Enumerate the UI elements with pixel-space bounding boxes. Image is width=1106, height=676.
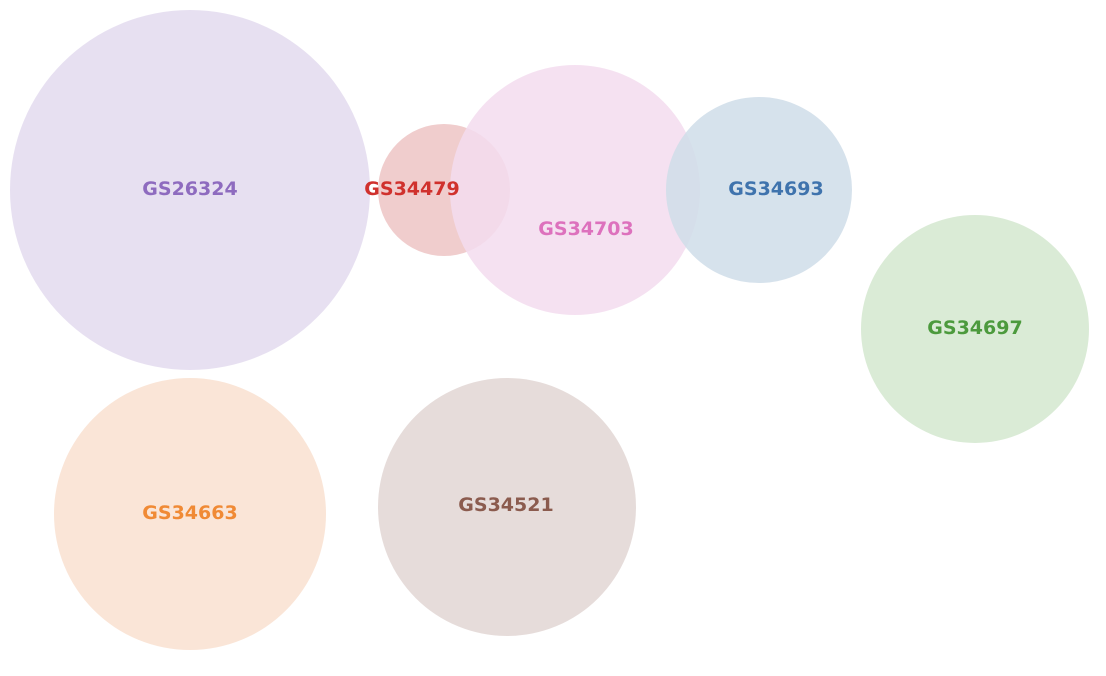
- bubble-gs34697[interactable]: [861, 215, 1089, 443]
- bubble-label-gs34521: GS34521: [458, 494, 553, 516]
- bubble-gs26324[interactable]: [10, 10, 370, 370]
- bubble-gs34703[interactable]: [450, 65, 700, 315]
- bubble-gs34693[interactable]: [666, 97, 852, 283]
- bubble-label-gs34693: GS34693: [728, 178, 823, 200]
- bubble-gs34521[interactable]: [378, 378, 636, 636]
- bubble-label-gs34663: GS34663: [142, 502, 237, 524]
- bubble-label-gs34703: GS34703: [538, 218, 633, 240]
- bubble-gs34663[interactable]: [54, 378, 326, 650]
- bubble-label-gs34697: GS34697: [927, 317, 1022, 339]
- bubble-label-gs26324: GS26324: [142, 178, 237, 200]
- bubbles-layer: [10, 10, 1089, 650]
- bubble-label-gs34479: GS34479: [364, 178, 459, 200]
